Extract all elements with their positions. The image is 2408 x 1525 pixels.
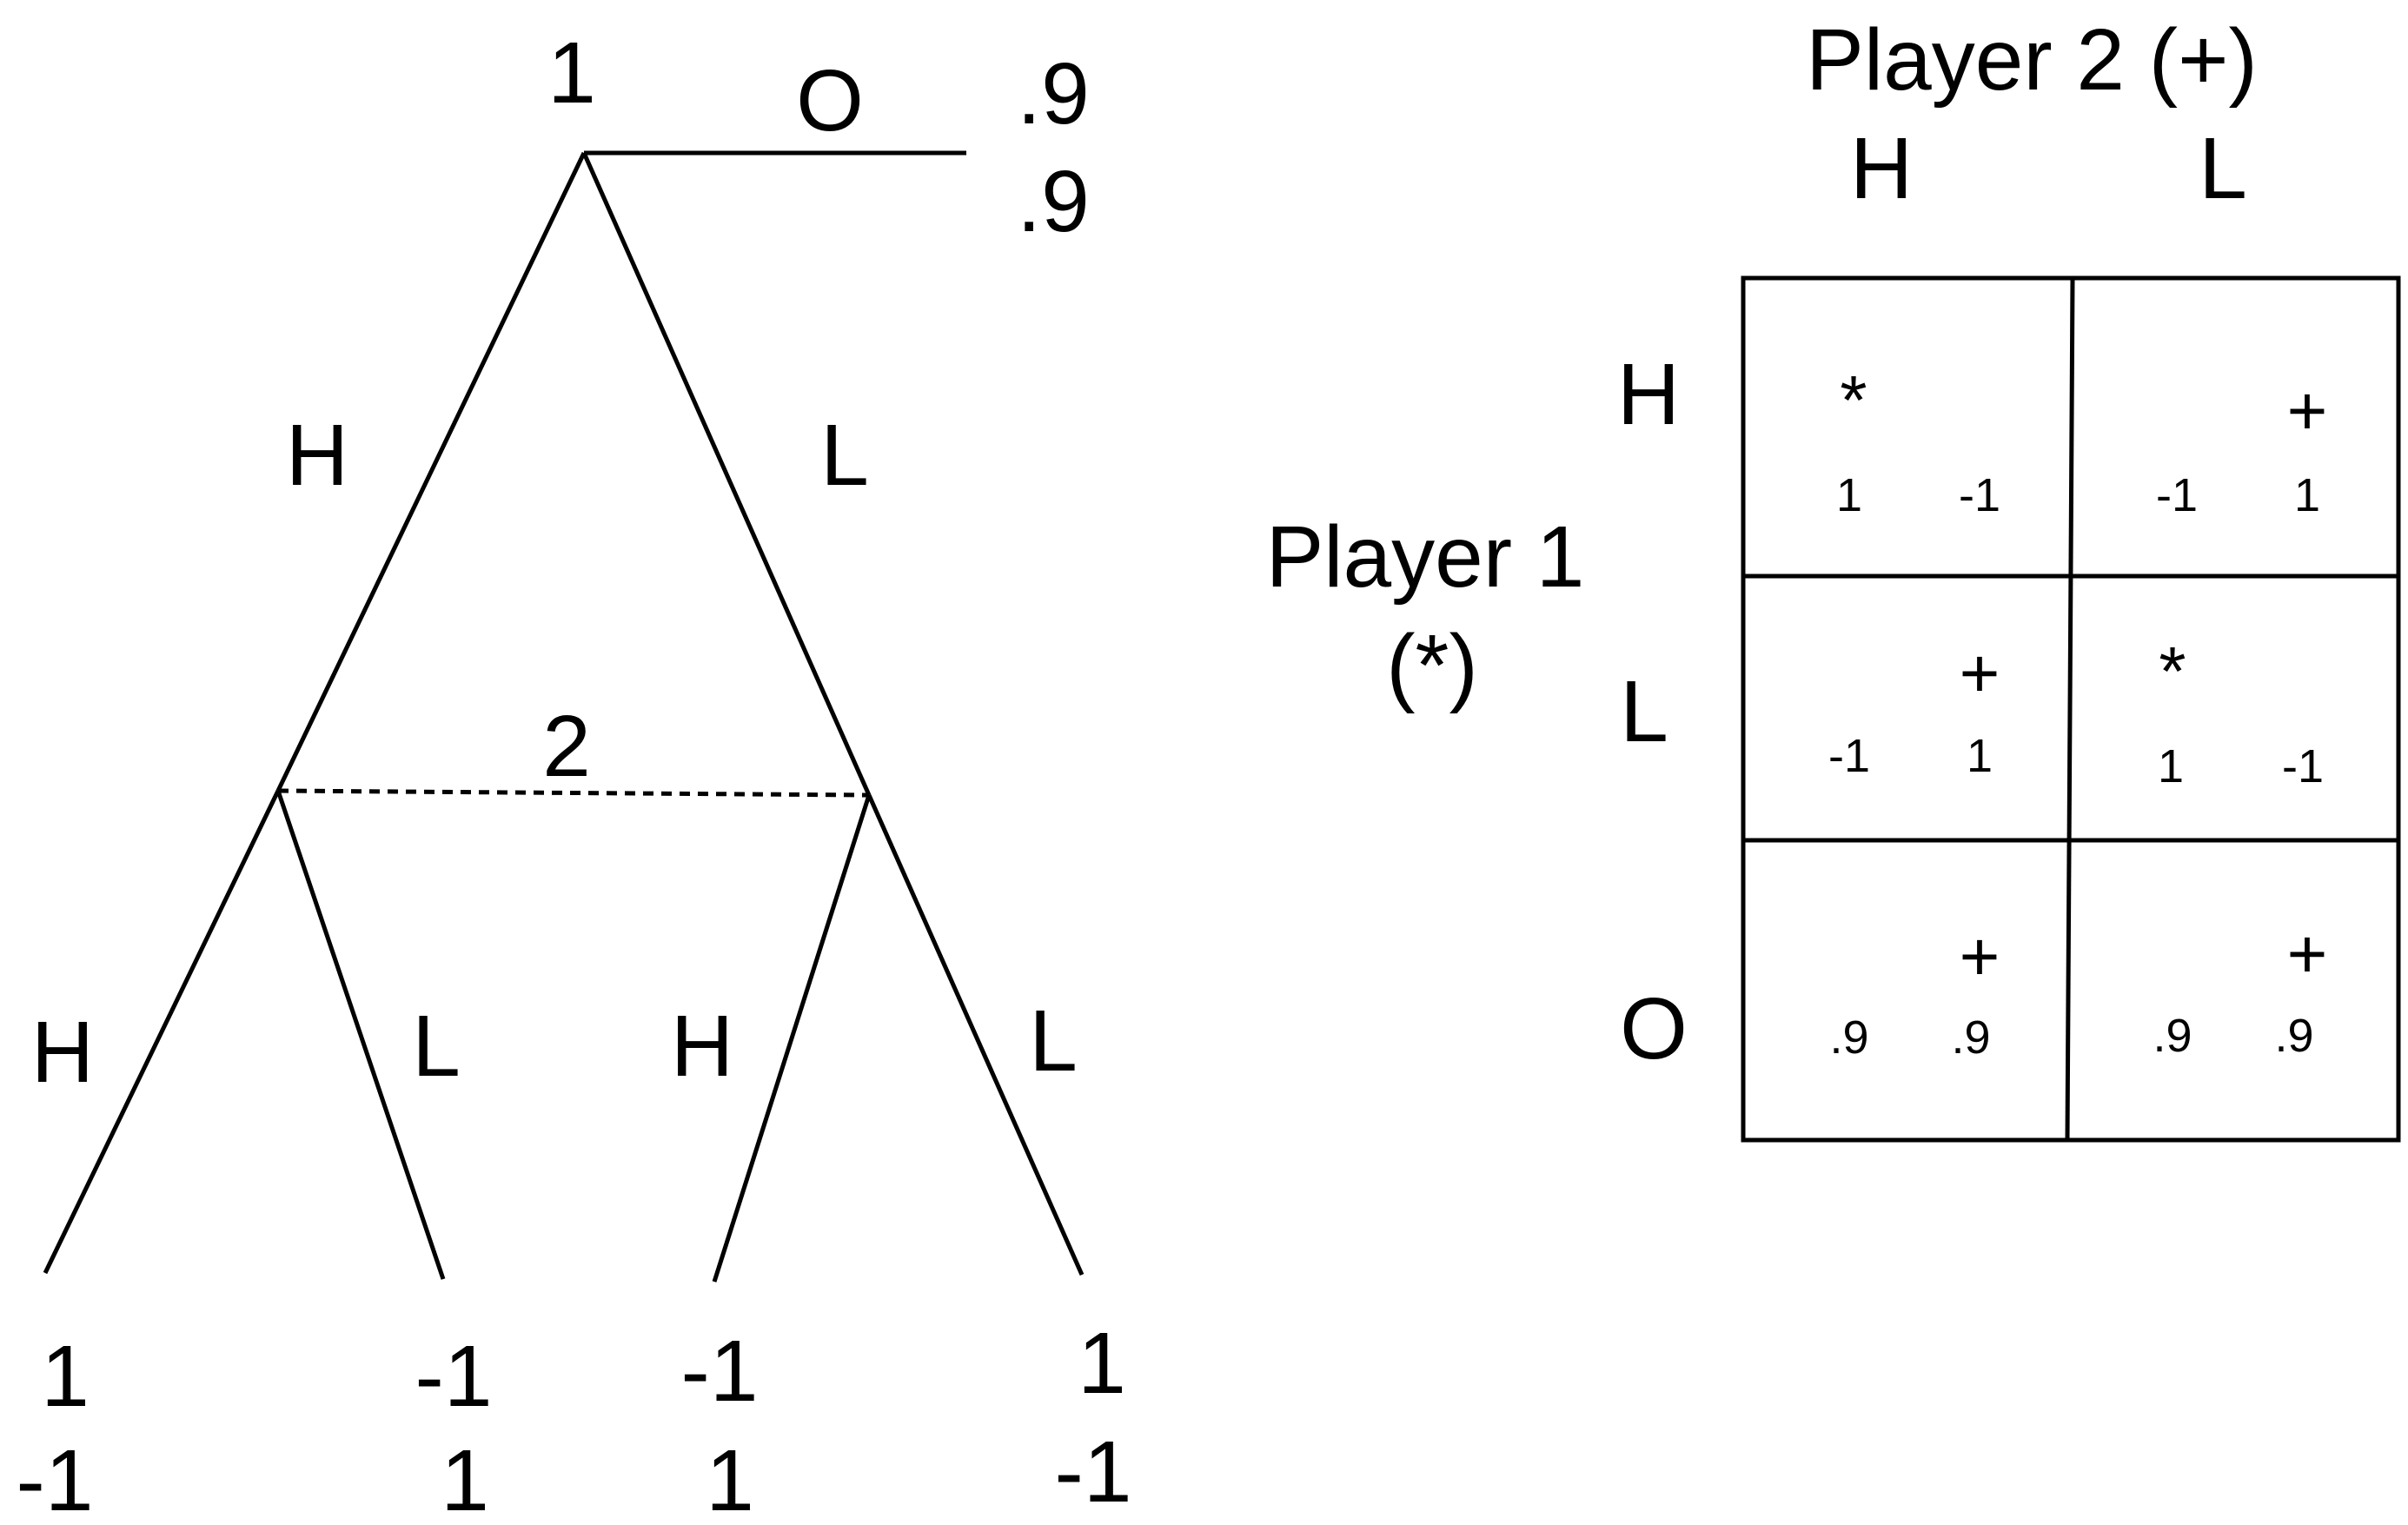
game-tree: [43, 150, 1085, 1283]
cell-payoff-p2: -1: [2282, 740, 2324, 792]
leaf-1-payoff-p2: -1: [17, 1432, 94, 1525]
row-label-o: O: [1620, 980, 1688, 1077]
cell-l-h: + -1 1: [1828, 634, 2000, 782]
row-label-l: L: [1620, 663, 1668, 760]
leaf-3-payoff-p2: 1: [706, 1432, 754, 1525]
row-player-label: Player 1: [1266, 508, 1585, 606]
cell-payoff-p1: -1: [2156, 469, 2198, 521]
cell-payoff-p1: .9: [1829, 1011, 1868, 1064]
sub-branch-l-left-label: L: [412, 998, 461, 1095]
cell-payoff-p2: -1: [1959, 469, 2000, 521]
root-branch-h-label: H: [286, 407, 348, 504]
cell-l-l: * 1 -1: [2158, 633, 2324, 792]
edge-left-l: [275, 790, 446, 1280]
outside-payoff-p2: .9: [1017, 153, 1089, 250]
leaf-3-payoff-p1: -1: [681, 1323, 759, 1420]
best-response-mark: *: [1840, 361, 1867, 439]
leaf-1-payoff-p1: 1: [41, 1328, 90, 1425]
row-player-mark: (*): [1386, 617, 1478, 714]
column-player-label: Player 2 (+): [1806, 11, 2258, 109]
sub-branch-l-right-label: L: [1029, 992, 1078, 1090]
cell-payoff-p1: 1: [2158, 740, 2184, 792]
best-response-mark: *: [2159, 633, 2186, 710]
leaf-4-payoff-p1: 1: [1078, 1315, 1126, 1412]
best-response-mark: +: [2287, 372, 2328, 449]
cell-payoff-p2: .9: [1951, 1011, 1990, 1064]
edge-root-l: [581, 151, 872, 797]
sub-branch-h-right-label: H: [671, 998, 733, 1095]
edge-root-h: [275, 151, 587, 792]
sub-branch-h-left-label: H: [31, 1004, 94, 1101]
outside-branch-label: O: [796, 52, 864, 149]
cell-payoff-p1: -1: [1828, 730, 1870, 782]
column-label-h: H: [1850, 120, 1913, 217]
edge-right-h: [712, 794, 872, 1283]
leaf-4-payoff-p2: -1: [1055, 1423, 1132, 1521]
cell-payoff-p2: 1: [1967, 730, 1993, 782]
outside-payoff-p1: .9: [1017, 45, 1089, 143]
root-branch-l-label: L: [820, 407, 869, 504]
root-player-label: 1: [547, 24, 596, 122]
cell-payoff-p2: .9: [2274, 1010, 2313, 1062]
edge-left-h: [43, 789, 281, 1275]
cell-o-l: + .9 .9: [2153, 915, 2327, 1062]
info-set-label: 2: [542, 698, 591, 795]
matrix-grid: [1741, 275, 2401, 1143]
edge-right-l: [866, 793, 1085, 1276]
cell-payoff-p1: 1: [1836, 469, 1862, 521]
cell-o-h: + .9 .9: [1829, 918, 2000, 1064]
tree-labels: 1 O .9 .9 H L 2 H L H L 1 -1 -1 1 -1 1 1…: [17, 24, 1132, 1525]
cell-payoff-p2: 1: [2294, 469, 2320, 521]
cell-payoff-p1: .9: [2153, 1010, 2192, 1062]
cell-h-h: * 1 -1: [1836, 361, 2000, 521]
best-response-mark: +: [2287, 915, 2328, 992]
leaf-2-payoff-p1: -1: [415, 1328, 493, 1425]
leaf-2-payoff-p2: 1: [441, 1432, 489, 1525]
best-response-mark: +: [1960, 918, 2000, 995]
cell-h-l: + -1 1: [2156, 372, 2327, 521]
info-set-dotted-line: [277, 788, 870, 798]
row-label-h: H: [1617, 346, 1680, 443]
matrix-column-divider: [2065, 277, 2075, 1141]
best-response-mark: +: [1960, 634, 2000, 712]
column-label-l: L: [2199, 120, 2247, 217]
payoff-matrix: Player 2 (+) H L Player 1 (*) H L O * 1 …: [1266, 11, 2401, 1143]
